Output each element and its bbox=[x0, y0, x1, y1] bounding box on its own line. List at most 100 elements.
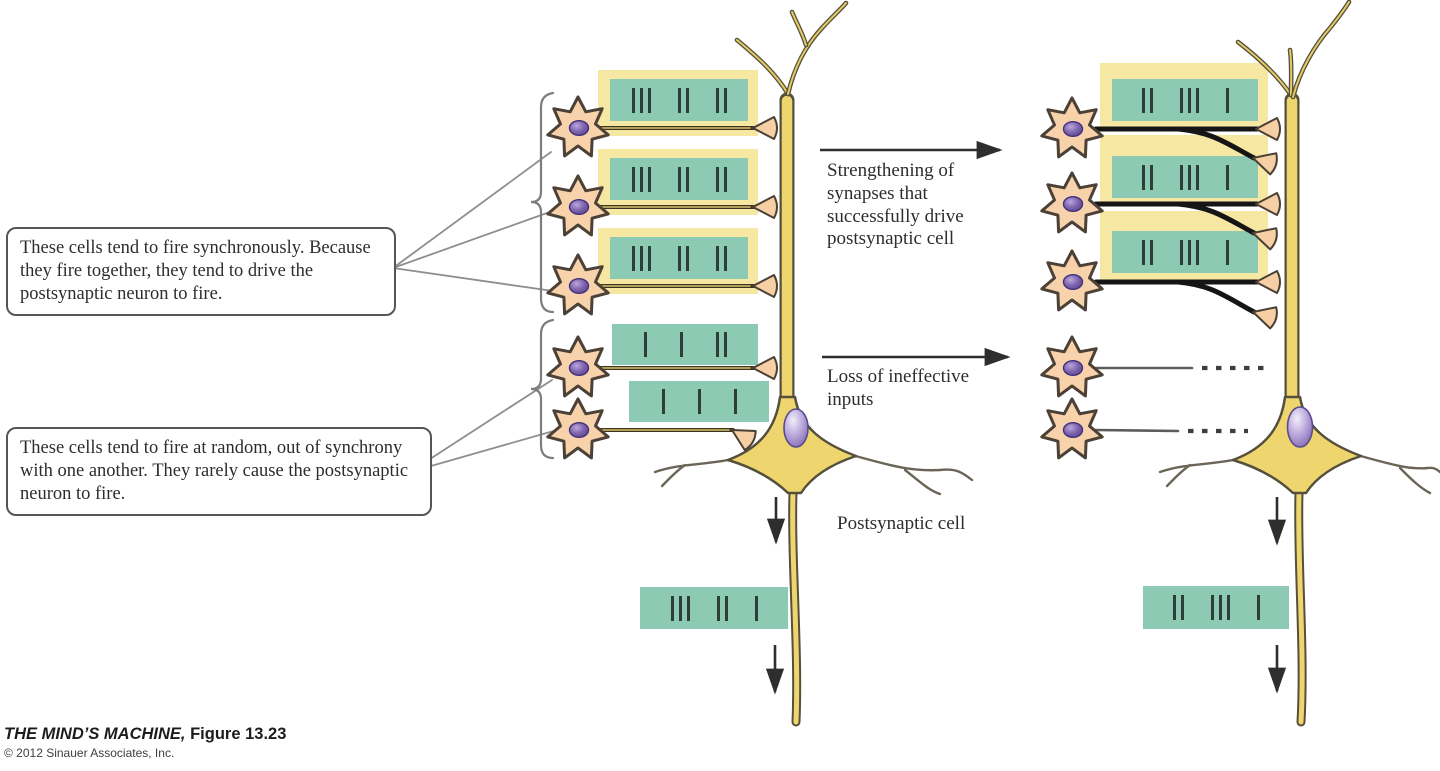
figure-attribution: THE MIND’S MACHINE, Figure 13.23 © 2012 … bbox=[4, 725, 286, 760]
attribution-copyright: © 2012 Sinauer Associates, Inc. bbox=[4, 746, 175, 760]
spike-group bbox=[716, 595, 728, 621]
spike-train bbox=[629, 381, 769, 422]
spike-tick bbox=[1172, 595, 1176, 620]
spike-train bbox=[610, 79, 748, 121]
spike-group bbox=[1179, 87, 1199, 113]
spike-tick bbox=[678, 595, 682, 621]
spike-tick bbox=[697, 389, 701, 414]
spike-group bbox=[1225, 164, 1229, 190]
spike-group bbox=[715, 166, 727, 192]
spike-group bbox=[1141, 239, 1153, 265]
spike-tick bbox=[685, 245, 689, 271]
spike-group bbox=[661, 389, 665, 414]
output-arrows bbox=[765, 497, 1287, 695]
attribution-figure-number: Figure 13.23 bbox=[190, 725, 287, 743]
spike-tick bbox=[754, 595, 758, 621]
spike-tick bbox=[1179, 87, 1183, 113]
spike-tick bbox=[715, 332, 719, 357]
spike-tick bbox=[1149, 239, 1153, 265]
spike-tick bbox=[1225, 164, 1229, 190]
spike-tick bbox=[631, 87, 635, 113]
spike-tick bbox=[715, 245, 719, 271]
spike-group bbox=[1179, 164, 1199, 190]
spike-group bbox=[677, 245, 689, 271]
spike-train bbox=[610, 237, 748, 279]
spike-tick bbox=[1195, 87, 1199, 113]
spike-tick bbox=[723, 332, 727, 357]
spike-group bbox=[1225, 239, 1229, 265]
spike-tick bbox=[647, 166, 651, 192]
spike-group bbox=[1141, 164, 1153, 190]
spike-tick bbox=[723, 87, 727, 113]
spike-tick bbox=[1141, 87, 1145, 113]
callout-connector-lines bbox=[392, 151, 565, 473]
spike-tick bbox=[677, 245, 681, 271]
group-braces bbox=[530, 91, 555, 460]
annotation-strengthening: Strengthening of synapses that successfu… bbox=[827, 160, 964, 250]
spike-group bbox=[733, 389, 737, 414]
spike-tick bbox=[1225, 87, 1229, 113]
spike-group bbox=[754, 595, 758, 621]
spike-tick bbox=[670, 595, 674, 621]
spike-tick bbox=[1195, 164, 1199, 190]
postsynaptic-cell-left bbox=[653, 0, 974, 727]
spike-train bbox=[1112, 156, 1258, 198]
spike-tick bbox=[715, 166, 719, 192]
weak-axons-left bbox=[583, 126, 756, 432]
transition-arrows bbox=[820, 140, 1011, 367]
spike-tick bbox=[1187, 164, 1191, 190]
spike-tick bbox=[724, 595, 728, 621]
spike-group bbox=[1179, 239, 1199, 265]
spike-group bbox=[715, 87, 727, 113]
spike-tick bbox=[686, 595, 690, 621]
spike-tick bbox=[1179, 239, 1183, 265]
spike-tick bbox=[1226, 595, 1230, 620]
spike-tick bbox=[1187, 87, 1191, 113]
postsynaptic-cell-right bbox=[1158, 0, 1440, 727]
callout-synchronous-box: These cells tend to fire synchronously. … bbox=[6, 227, 396, 316]
spike-group bbox=[631, 166, 651, 192]
spike-train-output bbox=[1143, 586, 1289, 629]
spike-train bbox=[1112, 231, 1258, 273]
spike-tick bbox=[647, 245, 651, 271]
spike-tick bbox=[1180, 595, 1184, 620]
spike-train-output bbox=[640, 587, 788, 629]
spike-tick bbox=[639, 245, 643, 271]
spike-group bbox=[1141, 87, 1153, 113]
spike-tick bbox=[723, 166, 727, 192]
spike-tick bbox=[1256, 595, 1260, 620]
spike-group bbox=[677, 87, 689, 113]
spike-tick bbox=[661, 389, 665, 414]
spike-tick bbox=[1149, 87, 1153, 113]
spike-train bbox=[1112, 79, 1258, 121]
spike-group bbox=[1225, 87, 1229, 113]
spike-train bbox=[612, 324, 758, 365]
spike-group bbox=[715, 332, 727, 357]
spike-group bbox=[715, 245, 727, 271]
spike-tick bbox=[733, 389, 737, 414]
spike-tick bbox=[1149, 164, 1153, 190]
spike-tick bbox=[677, 166, 681, 192]
spike-tick bbox=[643, 332, 647, 357]
spike-tick bbox=[639, 166, 643, 192]
spike-tick bbox=[685, 166, 689, 192]
spike-group bbox=[631, 245, 651, 271]
callout-random-box: These cells tend to fire at random, out … bbox=[6, 427, 432, 516]
spike-group bbox=[1172, 595, 1184, 620]
spike-tick bbox=[679, 332, 683, 357]
spike-tick bbox=[631, 245, 635, 271]
spike-tick bbox=[677, 87, 681, 113]
spike-group bbox=[697, 389, 701, 414]
spike-group bbox=[670, 595, 690, 621]
spike-tick bbox=[1225, 239, 1229, 265]
spike-tick bbox=[1179, 164, 1183, 190]
spike-tick bbox=[639, 87, 643, 113]
annotation-loss: Loss of ineffective inputs bbox=[827, 366, 970, 410]
spike-tick bbox=[723, 245, 727, 271]
retracting-axons bbox=[1093, 365, 1264, 434]
spike-tick bbox=[647, 87, 651, 113]
spike-group bbox=[1210, 595, 1230, 620]
spike-tick bbox=[1210, 595, 1214, 620]
spike-tick bbox=[1195, 239, 1199, 265]
